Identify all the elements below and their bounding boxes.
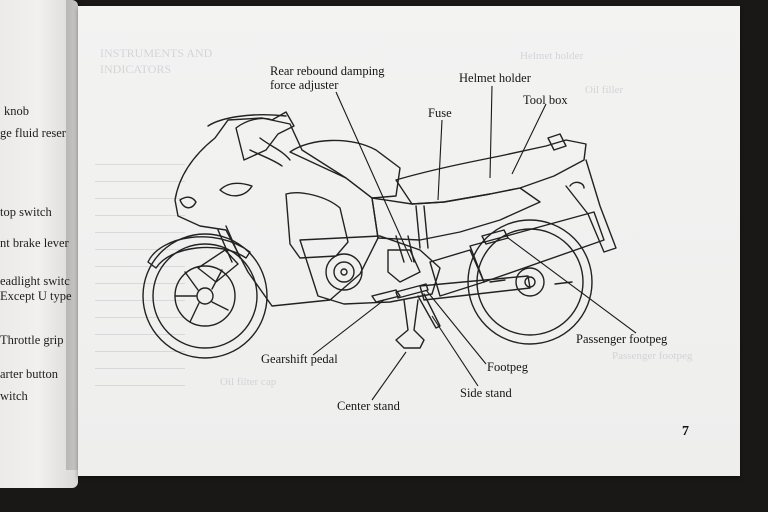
- left-page-line: arter button: [0, 367, 58, 381]
- left-page-line: Except U type: [0, 289, 72, 303]
- left-page-line: knob: [4, 104, 29, 118]
- rear-shock: [415, 205, 429, 249]
- left-page-line: eadlight switc: [0, 274, 70, 288]
- leader-center-stand: [371, 351, 407, 401]
- left-page-line: Throttle grip: [0, 333, 64, 347]
- front-fairing: [174, 117, 379, 307]
- left-page-line: nt brake lever: [0, 236, 69, 250]
- label-passenger-footpeg: Passenger footpeg: [576, 332, 668, 346]
- leader-helmet-holder: [489, 85, 493, 179]
- show-through-text: Oil filler: [585, 84, 624, 96]
- leader-lines: [312, 85, 637, 401]
- leader-fuse: [437, 119, 443, 201]
- tail-cowl: [565, 159, 617, 253]
- swingarm: [419, 275, 531, 301]
- show-through-heading: INSTRUMENTS AND: [100, 46, 213, 60]
- show-through-text: Helmet holder: [520, 50, 584, 62]
- engine: [299, 235, 441, 305]
- show-through-text: Oil filter cap: [220, 376, 277, 388]
- label-gearshift-pedal: Gearshift pedal: [261, 352, 338, 366]
- left-page-line: ge fluid reser: [0, 126, 66, 140]
- windscreen: [235, 111, 295, 161]
- leader-gearshift: [312, 299, 385, 356]
- headlight: [179, 196, 197, 209]
- left-page: [0, 0, 78, 488]
- rear-wheel: [467, 219, 593, 345]
- label-helmet-holder: Helmet holder: [459, 71, 531, 85]
- label-tool-box: Tool box: [523, 93, 568, 107]
- left-page-line: top switch: [0, 205, 52, 219]
- leader-rear-rebound: [335, 91, 413, 263]
- page-number: 7: [682, 424, 689, 439]
- front-fender: [147, 236, 251, 269]
- leader-tool-box: [511, 103, 547, 175]
- show-through-list: [95, 150, 185, 388]
- leader-footpeg: [425, 289, 487, 365]
- label-side-stand: Side stand: [460, 386, 512, 400]
- side-panel: [371, 187, 541, 241]
- center-stand-drawn: [395, 299, 425, 349]
- label-rear-rebound-line1: Rear rebound damping: [270, 64, 385, 78]
- left-page-line: witch: [0, 389, 28, 403]
- front-wheel: [142, 233, 268, 359]
- show-through-heading: INDICATORS: [100, 62, 172, 76]
- leader-passenger-footpeg: [507, 237, 637, 334]
- leader-side-stand: [431, 315, 479, 387]
- label-fuse: Fuse: [428, 106, 452, 120]
- label-rear-rebound-line2: force adjuster: [270, 78, 339, 92]
- side-stand-drawn: [417, 293, 441, 329]
- show-through-text: Passenger footpeg: [612, 350, 693, 362]
- left-page-text: knob ge fluid reser top switch nt brake …: [0, 0, 78, 488]
- fuel-tank: [289, 139, 401, 199]
- label-footpeg: Footpeg: [487, 360, 528, 374]
- gearshift-pedal-drawn: [371, 289, 401, 303]
- label-center-stand: Center stand: [337, 399, 400, 413]
